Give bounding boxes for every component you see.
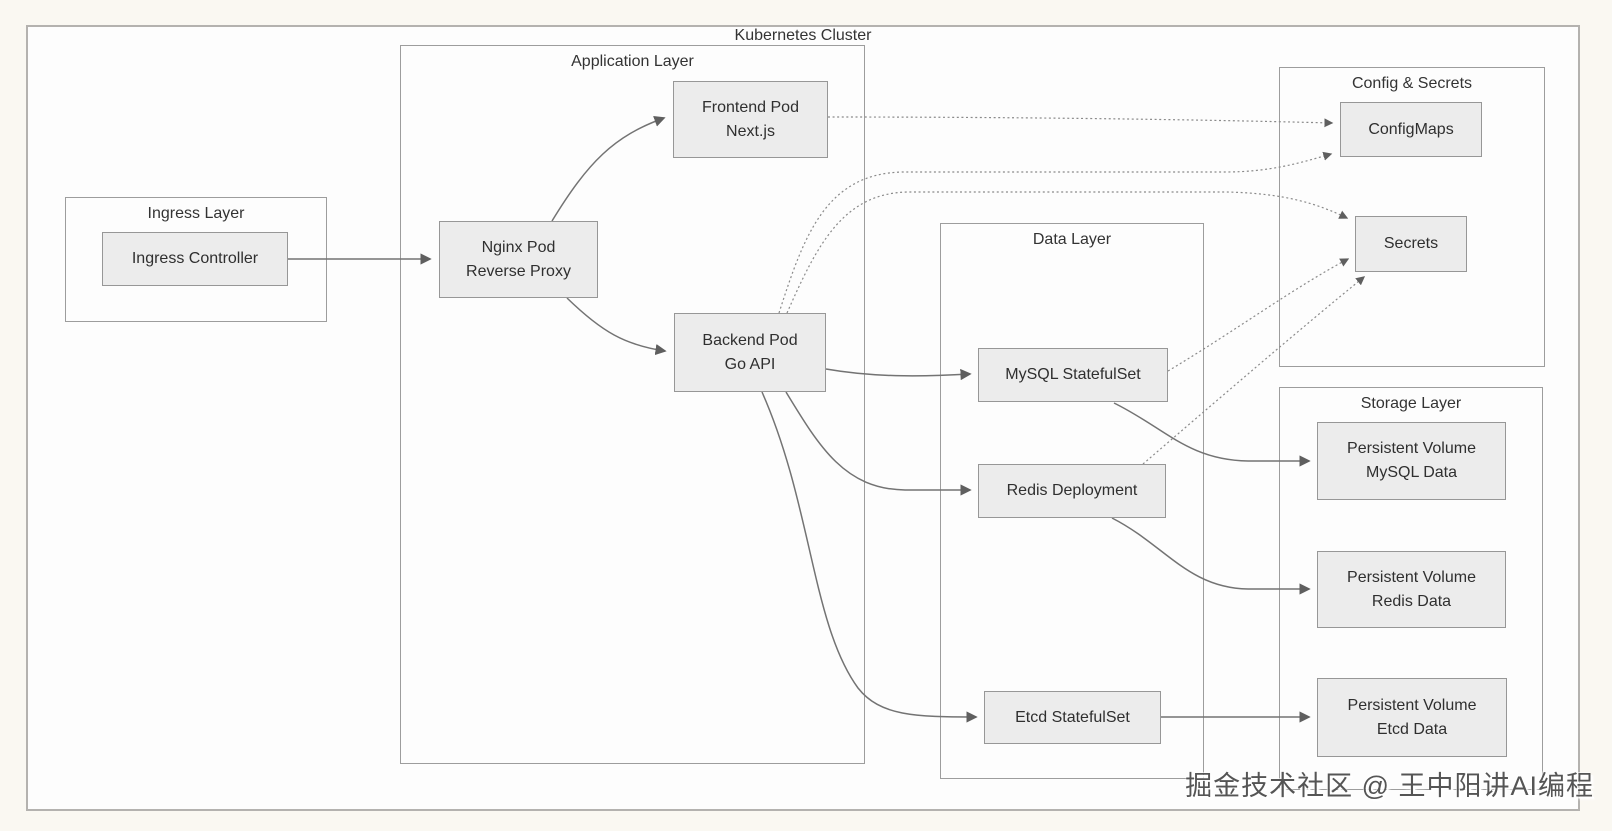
node-pv-etcd-line1: Persistent Volume: [1347, 696, 1477, 714]
node-frontend-pod: Frontend Pod Next.js: [673, 81, 828, 158]
node-pv-mysql-line2: MySQL Data: [1366, 464, 1457, 481]
group-title-ingress: Ingress Layer: [147, 205, 245, 222]
node-mysql-statefulset-label: MySQL StatefulSet: [1005, 366, 1141, 383]
node-etcd-statefulset-label: Etcd StatefulSet: [1015, 708, 1130, 726]
node-pv-mysql: Persistent Volume MySQL Data: [1317, 422, 1506, 500]
group-title-storage: Storage Layer: [1360, 395, 1462, 412]
node-nginx-pod: Nginx Pod Reverse Proxy: [439, 221, 598, 298]
node-ingress-controller-label: Ingress Controller: [131, 250, 259, 267]
node-configmaps-label: ConfigMaps: [1368, 120, 1454, 138]
node-configmaps: ConfigMaps: [1340, 102, 1482, 157]
node-pv-etcd-line2: Etcd Data: [1376, 720, 1448, 738]
group-title-config: Config & Secrets: [1351, 75, 1473, 92]
node-pv-redis-line2: Redis Data: [1371, 592, 1452, 610]
node-redis-deployment-label: Redis Deployment: [1006, 482, 1138, 499]
node-frontend-pod-line2: Next.js: [726, 122, 775, 140]
node-backend-pod-line2: Go API: [724, 355, 776, 373]
group-title-application: Application Layer: [571, 53, 694, 70]
node-nginx-pod-line2: Reverse Proxy: [466, 262, 571, 280]
cluster-title: Kubernetes Cluster: [734, 27, 872, 44]
node-secrets-label: Secrets: [1383, 235, 1439, 252]
node-backend-pod: Backend Pod Go API: [674, 313, 826, 392]
node-mysql-statefulset: MySQL StatefulSet: [978, 348, 1168, 402]
node-nginx-pod-line1: Nginx Pod: [481, 238, 556, 256]
watermark-text: 掘金技术社区 @ 王中阳讲AI编程: [1185, 771, 1594, 801]
node-ingress-controller: Ingress Controller: [102, 232, 288, 286]
node-pv-etcd: Persistent Volume Etcd Data: [1317, 678, 1507, 757]
node-pv-redis-line1: Persistent Volume: [1347, 568, 1476, 586]
group-title-data: Data Layer: [1032, 231, 1112, 248]
node-secrets: Secrets: [1355, 216, 1467, 272]
node-pv-mysql-line1: Persistent Volume: [1347, 440, 1476, 457]
node-backend-pod-line1: Backend Pod: [702, 331, 798, 349]
node-redis-deployment: Redis Deployment: [978, 464, 1166, 518]
node-frontend-pod-line1: Frontend Pod: [702, 98, 799, 116]
node-etcd-statefulset: Etcd StatefulSet: [984, 691, 1161, 744]
node-pv-redis: Persistent Volume Redis Data: [1317, 551, 1506, 628]
